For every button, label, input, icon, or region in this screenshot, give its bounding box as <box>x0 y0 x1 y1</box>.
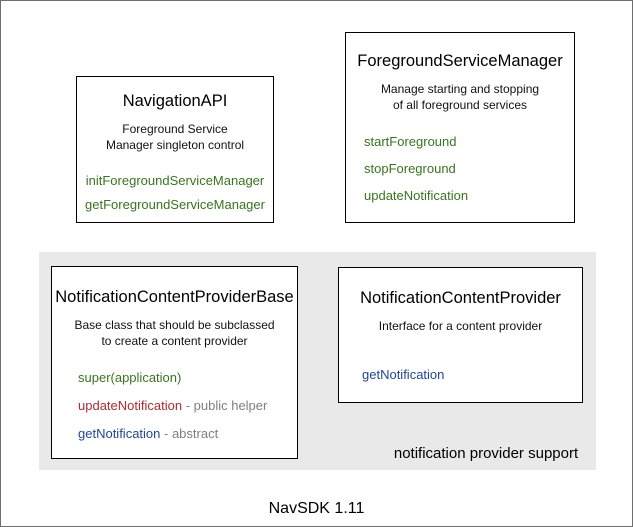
class-description-line: Manager singleton control <box>105 137 245 152</box>
method-list: super(application) updateNotification - … <box>52 370 297 442</box>
class-box-notificationcontentprovider: NotificationContentProvider Interface fo… <box>338 267 583 403</box>
group-label: notification provider support <box>393 445 579 462</box>
class-description-line: Foreground Service <box>122 122 228 136</box>
sdk-version-label: NavSDK 1.11 <box>268 500 365 517</box>
class-description-line: Interface for a content provider <box>378 319 543 333</box>
method-list: getNotification <box>339 367 582 383</box>
method-label: stopForeground <box>364 161 456 176</box>
method-label: startForeground <box>364 134 457 149</box>
class-box-foregroundservicemanager: ForegroundServiceManager Manage starting… <box>345 32 575 223</box>
method-list: startForeground stopForeground updateNot… <box>346 134 574 204</box>
class-description: Foreground Service Manager singleton con… <box>77 122 273 153</box>
class-title: NavigationAPI <box>122 92 228 110</box>
class-title: NotificationContentProvider <box>360 289 561 307</box>
class-title: NotificationContentProviderBase <box>55 288 294 306</box>
method-annotation: - abstract <box>160 426 219 441</box>
class-description: Base class that should be subclassed to … <box>52 318 297 349</box>
class-box-notificationcontentproviderbase: NotificationContentProviderBase Base cla… <box>51 266 298 459</box>
class-description-line: Manage starting and stopping <box>380 82 540 96</box>
class-box-navigationapi: NavigationAPI Foreground Service Manager… <box>76 76 274 223</box>
class-title: ForegroundServiceManager <box>357 52 563 70</box>
class-description: Manage starting and stopping of all fore… <box>346 82 574 113</box>
method-name: super(application) <box>78 370 182 385</box>
method-label: initForegroundServiceManager <box>85 173 265 188</box>
method-label: getForegroundServiceManager <box>85 197 265 212</box>
method-name: updateNotification <box>78 398 183 413</box>
class-description-line: Base class that should be subclassed <box>74 318 275 332</box>
method-label: getNotification <box>362 366 445 382</box>
method-annotation: - public helper <box>182 398 268 413</box>
method-label: getNotification - abstract <box>78 426 297 442</box>
method-label: super(application) <box>78 370 297 386</box>
class-description: Interface for a content provider <box>339 319 582 335</box>
method-name: getNotification <box>78 426 161 441</box>
method-label: updateNotification - public helper <box>78 398 297 414</box>
class-description-line: to create a content provider <box>101 333 248 348</box>
method-label: updateNotification <box>364 188 469 203</box>
method-list: initForegroundServiceManager getForegrou… <box>77 173 273 213</box>
class-description-line: of all foreground services <box>392 97 528 112</box>
